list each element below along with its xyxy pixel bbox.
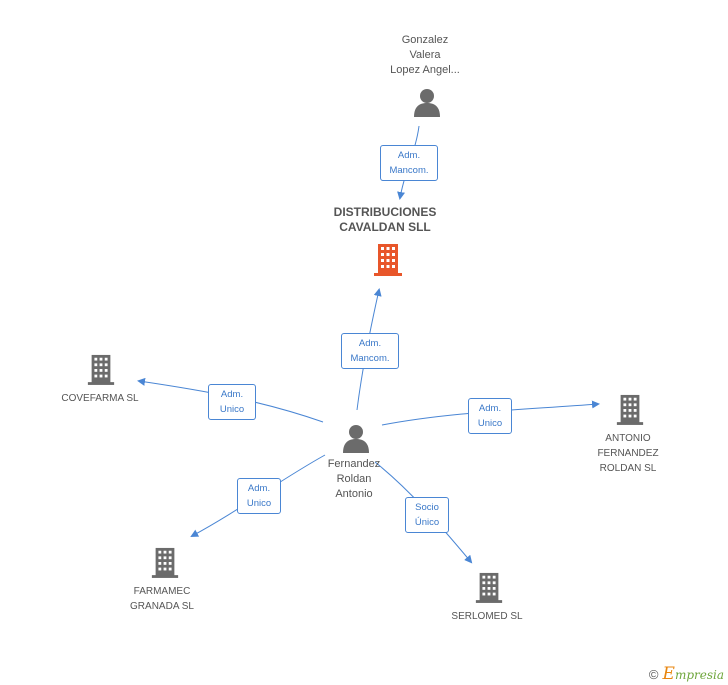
node-label-covefarma[interactable]: COVEFARMA SL <box>61 393 139 404</box>
node-label-distribuciones[interactable]: DISTRIBUCIONES CAVALDAN SLL <box>333 205 437 234</box>
company-building-icon[interactable] <box>615 392 645 426</box>
node-label-serlomed[interactable]: SERLOMED SL <box>451 611 523 622</box>
copyright-symbol: © <box>648 667 659 682</box>
relation-label-adm-mancom[interactable]: Adm. Mancom. <box>341 333 399 369</box>
relation-label-adm-unico[interactable]: Adm. Unico <box>468 398 512 434</box>
company-building-icon[interactable] <box>150 545 180 579</box>
relation-label-adm-unico[interactable]: Adm. Unico <box>237 478 281 514</box>
relation-label-socio-unico[interactable]: Socio Único <box>405 497 449 533</box>
person-icon[interactable] <box>342 424 370 454</box>
node-label-farmamec[interactable]: FARMAMEC GRANADA SL <box>130 586 194 612</box>
empresia-brand[interactable]: ©Empresia <box>649 664 724 684</box>
company-building-icon[interactable] <box>86 352 116 386</box>
company-building-icon[interactable] <box>474 570 504 604</box>
relation-label-adm-unico[interactable]: Adm. Unico <box>208 384 256 420</box>
company-building-icon[interactable] <box>372 242 404 276</box>
brand-logo-letter: E <box>662 664 675 684</box>
node-label-gonzalez[interactable]: Gonzalez Valera Lopez Angel... <box>390 34 460 76</box>
brand-logo-text: mpresia <box>674 668 724 682</box>
person-icon[interactable] <box>413 88 441 118</box>
node-label-fernandez[interactable]: Fernandez Roldan Antonio <box>327 458 381 500</box>
node-label-antonio-fernandez-roldan[interactable]: ANTONIO FERNANDEZ ROLDAN SL <box>597 433 659 474</box>
relation-label-adm-mancom[interactable]: Adm. Mancom. <box>380 145 438 181</box>
